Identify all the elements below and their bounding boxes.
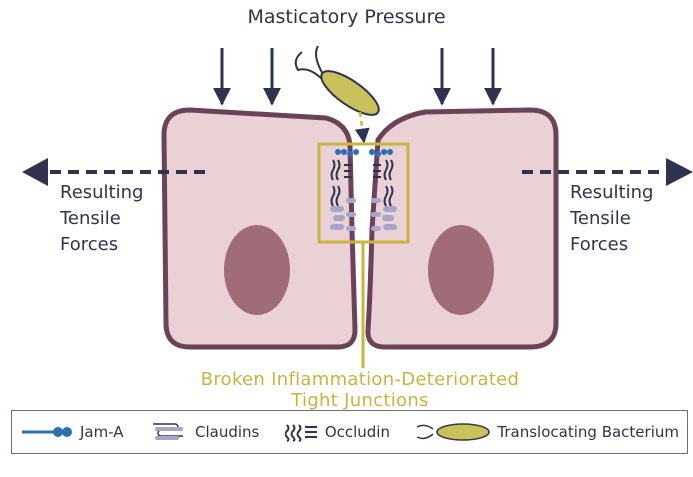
bacterium xyxy=(296,46,385,122)
tensile-label-left: Resulting Tensile Forces xyxy=(60,180,143,258)
right-nucleus xyxy=(428,225,494,315)
jam-a-icon xyxy=(22,425,74,439)
diagram-title: Masticatory Pressure xyxy=(0,6,693,28)
legend-item-claudins: Claudins xyxy=(149,421,259,443)
tensile-label-right: Resulting Tensile Forces xyxy=(570,180,653,258)
legend-item-occludin: Occludin xyxy=(285,421,390,443)
claudin-icon xyxy=(149,421,189,443)
bacterium-icon xyxy=(415,421,491,443)
translocation-arrow xyxy=(360,112,364,142)
legend-item-jam-a: Jam-A xyxy=(22,423,124,441)
legend-item-bacterium: Translocating Bacterium xyxy=(415,421,679,443)
left-nucleus xyxy=(224,225,290,315)
tight-junction-label: Broken Inflammation-Deteriorated Tight J… xyxy=(130,370,590,411)
occludin-icon xyxy=(285,421,319,443)
legend: Jam-A Claudins Occludin Translocating Ba… xyxy=(11,410,688,454)
